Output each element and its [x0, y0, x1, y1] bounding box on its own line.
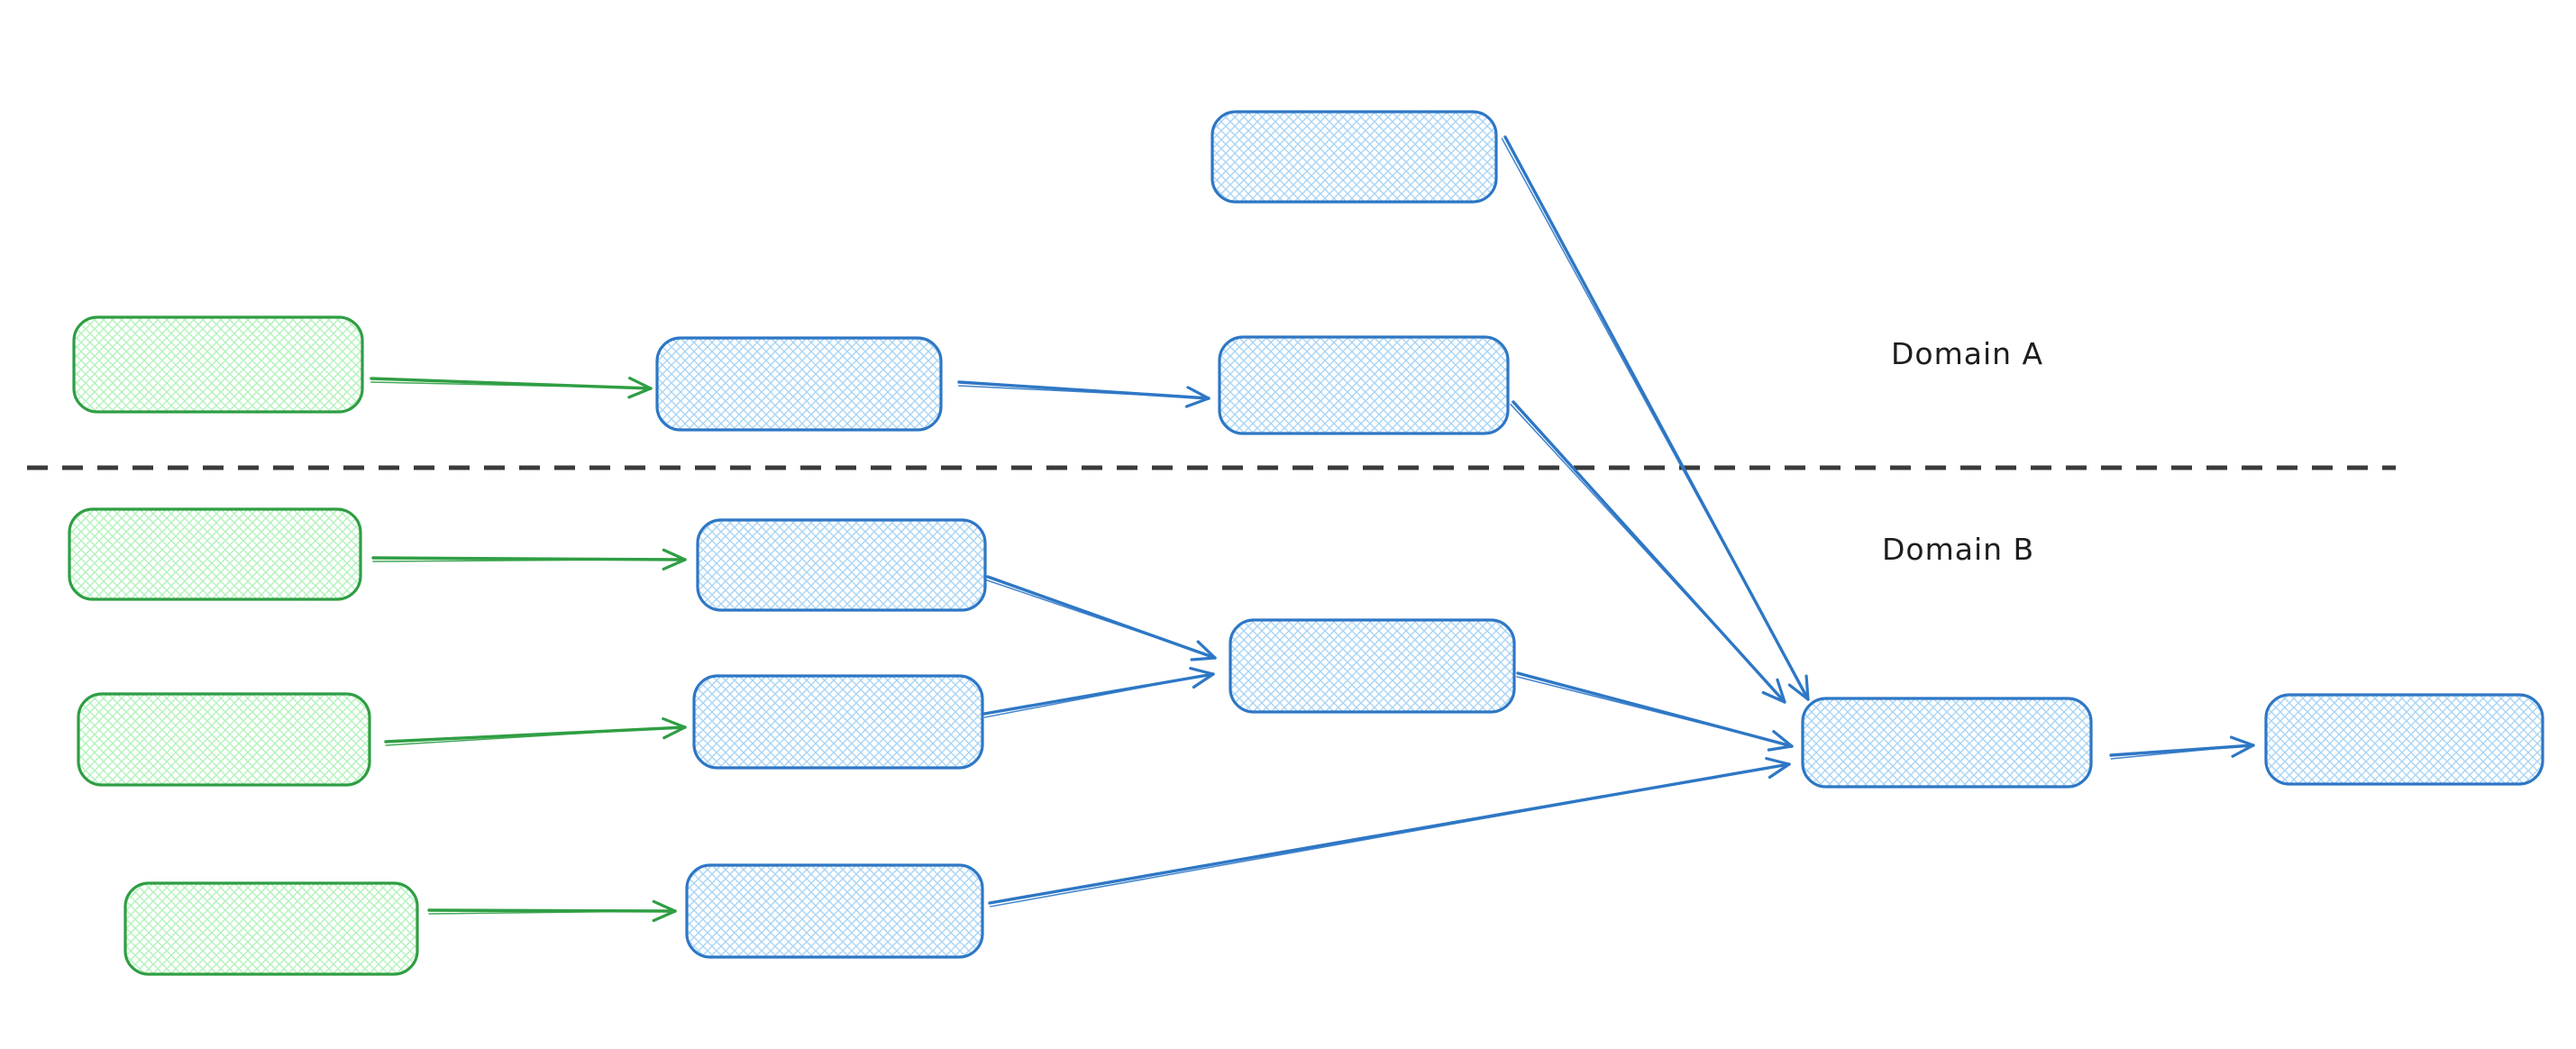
arrow-merge-to-aggregate: [1516, 671, 1794, 752]
label-domain-a: Domain A: [1891, 336, 2043, 371]
arrow-b-process-1-to-merge: [985, 575, 1217, 661]
node-domain-b-source-2: [77, 692, 371, 787]
node-domain-a-top-source: [1210, 110, 1498, 204]
node-domain-b-source-1: [68, 507, 362, 601]
node-domain-b-process-1: [696, 518, 987, 612]
arrow-b-process-2-to-merge: [982, 667, 1215, 718]
node-domain-b-process-3: [685, 863, 984, 959]
arrow-a-source-to-a-process: [370, 376, 653, 399]
arrow-b-process-3-to-aggregate: [988, 757, 1791, 908]
node-domain-a-process: [655, 336, 943, 432]
arrow-aggregate-to-final: [2109, 735, 2255, 760]
arrow-a-process-to-a-output: [957, 380, 1210, 408]
node-cross-domain-aggregate: [1801, 697, 2093, 789]
label-domain-b: Domain B: [1882, 532, 2034, 567]
node-final-output: [2264, 693, 2544, 786]
node-domain-b-process-2: [692, 674, 984, 770]
node-domain-a-source: [72, 315, 364, 414]
arrow-b-source-1-to-b-process-1: [371, 548, 687, 571]
node-domain-b-source-3: [123, 881, 419, 976]
arrow-b-source-3-to-b-process-3: [427, 899, 677, 923]
node-domain-a-output: [1218, 335, 1510, 435]
arrow-a-output-to-aggregate: [1510, 400, 1786, 704]
arrow-top-source-to-aggregate: [1501, 135, 1810, 701]
node-domain-b-merge: [1229, 618, 1516, 714]
arrow-b-source-2-to-b-process-2: [384, 716, 687, 746]
